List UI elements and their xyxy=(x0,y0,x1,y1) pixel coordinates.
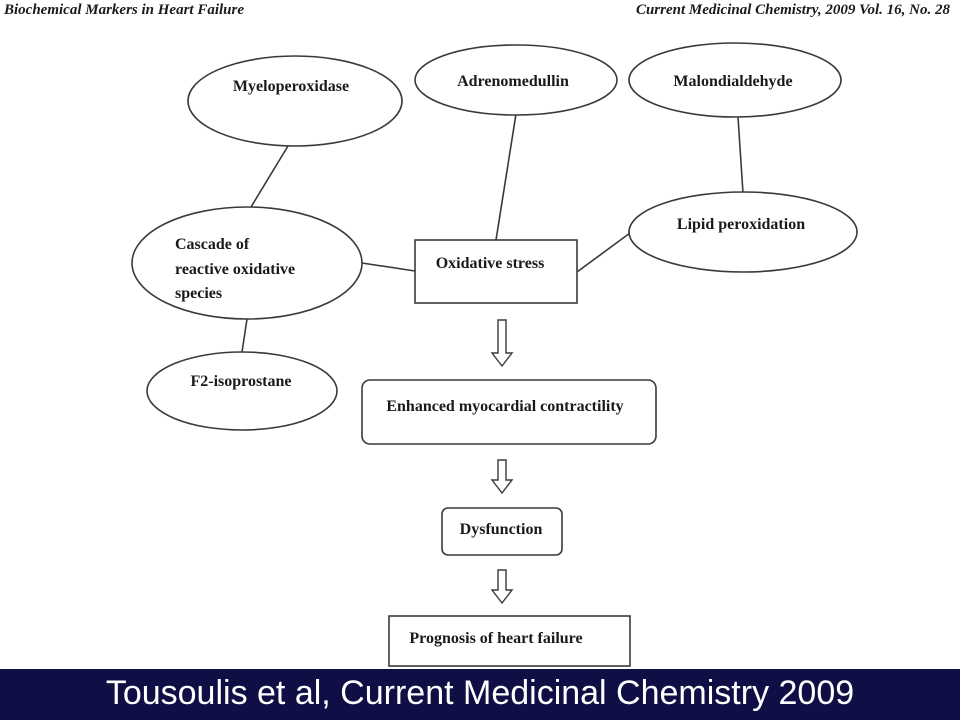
node-f2-isoprostane-label: F2-isoprostane xyxy=(190,373,291,390)
node-cascade-reactive-oxidative-species: Cascade of reactive oxidative species xyxy=(131,206,363,320)
node-malondialdehyde-shape xyxy=(628,42,842,118)
node-lipid-peroxidation-label: Lipid peroxidation xyxy=(677,216,805,233)
down-arrow-icon xyxy=(490,319,514,368)
edge-myeloperoxidase-cascade xyxy=(247,145,289,213)
node-f2-isoprostane: F2-isoprostane xyxy=(146,351,338,431)
node-myeloperoxidase-shape xyxy=(187,55,403,147)
node-cascade-shape xyxy=(131,206,363,320)
node-oxidative-stress: Oxidative stress xyxy=(414,239,578,304)
node-lipid-peroxidation-shape xyxy=(628,191,858,273)
node-myeloperoxidase-label: Myeloperoxidase xyxy=(233,78,349,95)
node-malondialdehyde-label: Malondialdehyde xyxy=(673,73,792,90)
node-prognosis-heart-failure: Prognosis of heart failure xyxy=(388,615,631,667)
node-cascade-label-line3: species xyxy=(175,285,222,302)
node-enhanced-contractility-shape xyxy=(361,379,657,445)
edge-malondialdehyde-lipid-peroxidation xyxy=(737,116,744,194)
header-journal-section: Biochemical Markers in Heart Failure xyxy=(4,2,245,18)
edge-lipid-peroxidation-oxidative-stress xyxy=(576,232,631,273)
down-arrow-icon xyxy=(490,459,514,495)
node-f2-isoprostane-shape xyxy=(146,351,338,431)
node-adrenomedullin-shape xyxy=(414,44,618,116)
node-cascade-label-line1: Cascade of xyxy=(175,236,250,253)
node-oxidative-stress-shape xyxy=(414,239,578,304)
flow-diagram: Myeloperoxidase Adrenomedullin Malondial… xyxy=(131,42,858,667)
edge-cascade-oxidative-stress xyxy=(361,262,416,272)
node-dysfunction: Dysfunction xyxy=(441,507,563,556)
node-enhanced-contractility-label: Enhanced myocardial contractility xyxy=(386,398,623,415)
node-oxidative-stress-label: Oxidative stress xyxy=(436,255,545,272)
node-dysfunction-shape xyxy=(441,507,563,556)
node-lipid-peroxidation: Lipid peroxidation xyxy=(628,191,858,273)
node-myeloperoxidase: Myeloperoxidase xyxy=(187,55,403,147)
node-adrenomedullin-label: Adrenomedullin xyxy=(457,73,569,90)
node-malondialdehyde: Malondialdehyde xyxy=(628,42,842,118)
citation-footer-text: Tousoulis et al, Current Medicinal Chemi… xyxy=(105,674,855,712)
node-prognosis-shape xyxy=(388,615,631,667)
node-cascade-label-line2: reactive oxidative xyxy=(175,261,295,278)
header-journal-citation: Current Medicinal Chemistry, 2009 Vol. 1… xyxy=(635,2,950,18)
down-arrow-icon xyxy=(490,569,514,605)
node-dysfunction-label: Dysfunction xyxy=(460,521,543,538)
node-enhanced-myocardial-contractility: Enhanced myocardial contractility xyxy=(361,379,657,445)
node-prognosis-label: Prognosis of heart failure xyxy=(409,630,582,647)
edge-cascade-f2-isoprostane xyxy=(241,318,248,353)
edge-adrenomedullin-oxidative-stress xyxy=(495,113,517,241)
citation-footer-bar: Tousoulis et al, Current Medicinal Chemi… xyxy=(0,669,960,720)
node-adrenomedullin: Adrenomedullin xyxy=(414,44,618,116)
